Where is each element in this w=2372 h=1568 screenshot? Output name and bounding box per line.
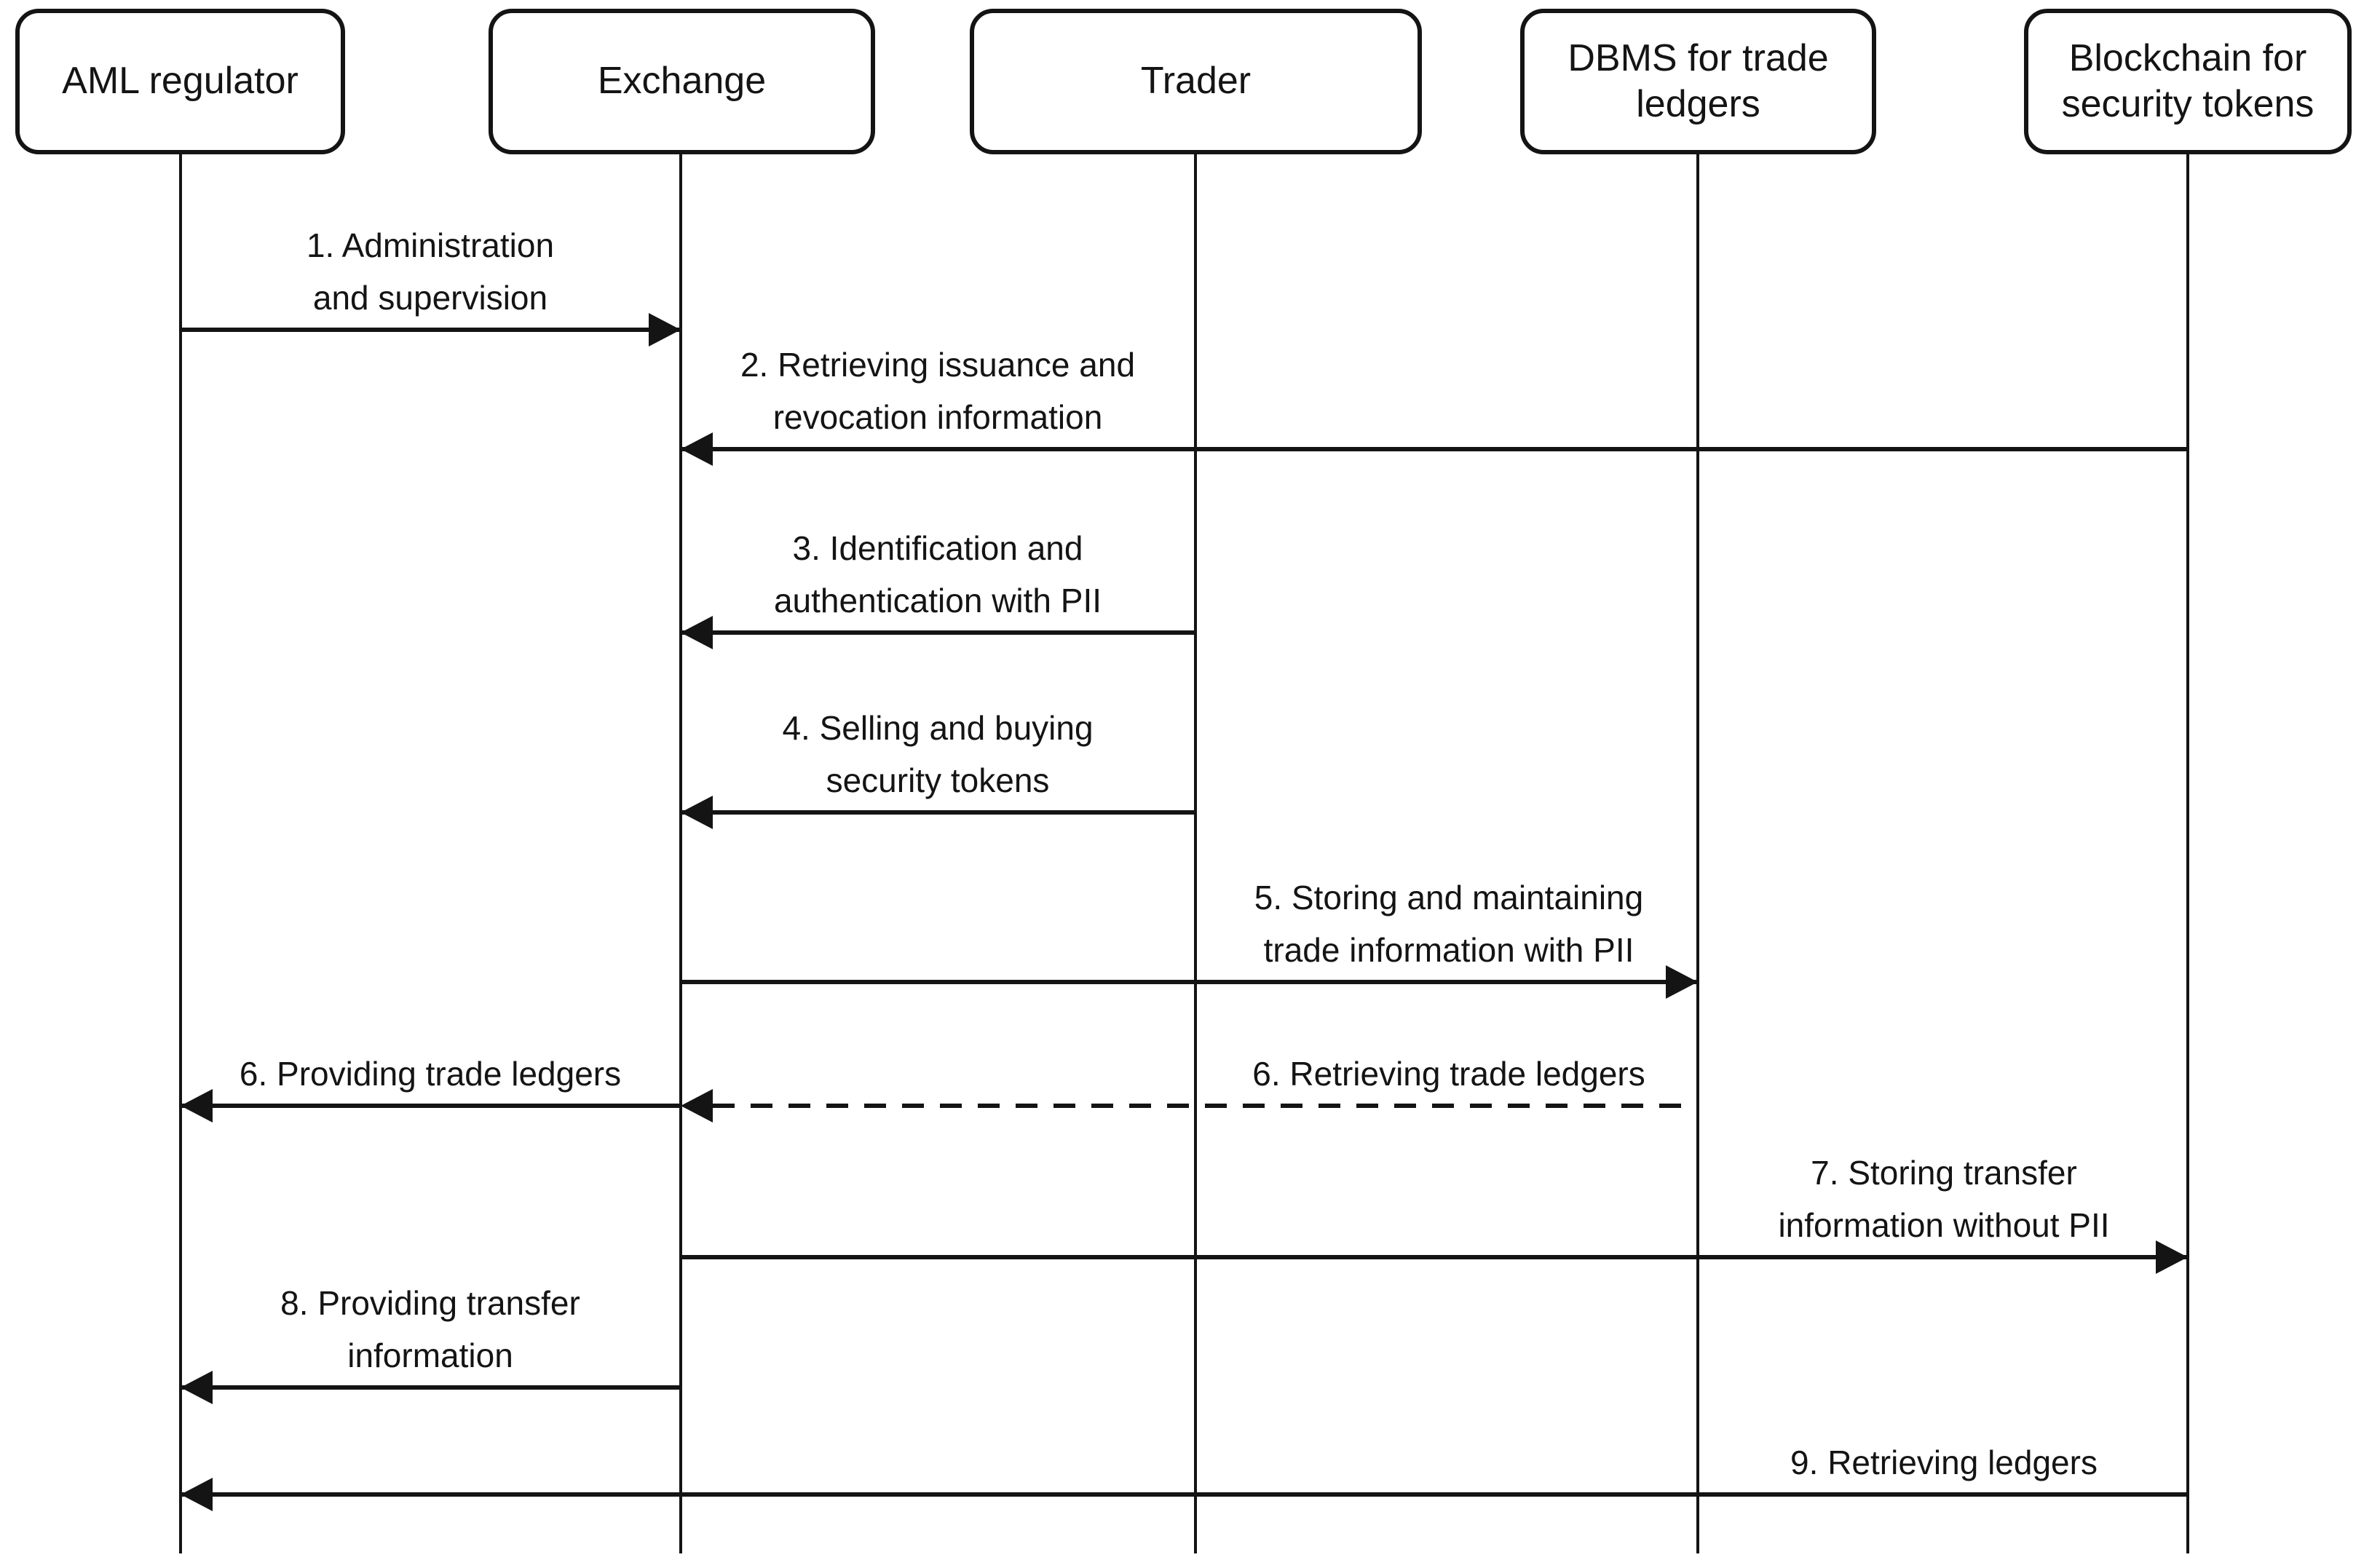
actor-box-blockchain: Blockchain for security tokens [2024, 9, 2352, 154]
actor-box-aml-regulator: AML regulator [15, 9, 345, 154]
message-1-line [181, 328, 681, 332]
message-7-arrowhead [2156, 1240, 2188, 1274]
message-4-arrowhead [681, 796, 713, 829]
message-5-arrowhead [1666, 965, 1698, 999]
message-2-arrowhead [681, 432, 713, 466]
message-1-arrowhead [649, 313, 681, 347]
lifeline-exchange [679, 154, 682, 1553]
actor-label-blockchain: Blockchain for security tokens [2061, 36, 2314, 125]
message-6-retrieving-arrowhead [681, 1089, 713, 1122]
message-3-label: 3. Identification and authentication wit… [773, 529, 1102, 619]
actor-box-dbms: DBMS for trade ledgers [1520, 9, 1876, 154]
message-3-line [681, 630, 1195, 635]
message-6-providing-arrowhead [181, 1089, 213, 1122]
message-7-label: 7. Storing transfer information without … [1778, 1154, 2110, 1244]
actor-label-trader: Trader [1140, 60, 1252, 103]
message-8-arrowhead [181, 1371, 213, 1404]
actor-label-dbms: DBMS for trade ledgers [1568, 36, 1829, 125]
message-9-line [181, 1492, 2188, 1497]
message-8-label: 8. Providing transfer information [280, 1284, 580, 1374]
message-6-retrieving-line [713, 1104, 1698, 1108]
message-2-label: 2. Retrieving issuance and revocation in… [740, 346, 1136, 436]
message-8-line [181, 1385, 681, 1390]
message-1-label: 1. Administration and supervision [306, 226, 555, 317]
actor-label-exchange: Exchange [597, 60, 767, 103]
message-3-arrowhead [681, 616, 713, 649]
message-7-line [681, 1255, 2188, 1259]
message-6-retrieving-label: 6. Retrieving trade ledgers [1252, 1055, 1645, 1093]
actor-box-exchange: Exchange [489, 9, 875, 154]
lifeline-aml-regulator [179, 154, 182, 1553]
message-9-arrowhead [181, 1478, 213, 1511]
message-5-line [681, 980, 1698, 984]
lifeline-dbms [1696, 154, 1699, 1553]
message-2-line [681, 447, 2188, 451]
actor-label-aml-regulator: AML regulator [62, 60, 299, 103]
message-9-label: 9. Retrieving ledgers [1790, 1444, 2098, 1481]
message-6-providing-line [181, 1104, 681, 1108]
lifeline-trader [1194, 154, 1197, 1553]
actor-box-trader: Trader [970, 9, 1422, 154]
message-4-label: 4. Selling and buying security tokens [782, 709, 1094, 799]
lifeline-blockchain [2186, 154, 2189, 1553]
message-4-line [681, 810, 1195, 815]
message-5-label: 5. Storing and maintaining trade informa… [1254, 879, 1644, 969]
message-6-providing-label: 6. Providing trade ledgers [239, 1055, 622, 1093]
